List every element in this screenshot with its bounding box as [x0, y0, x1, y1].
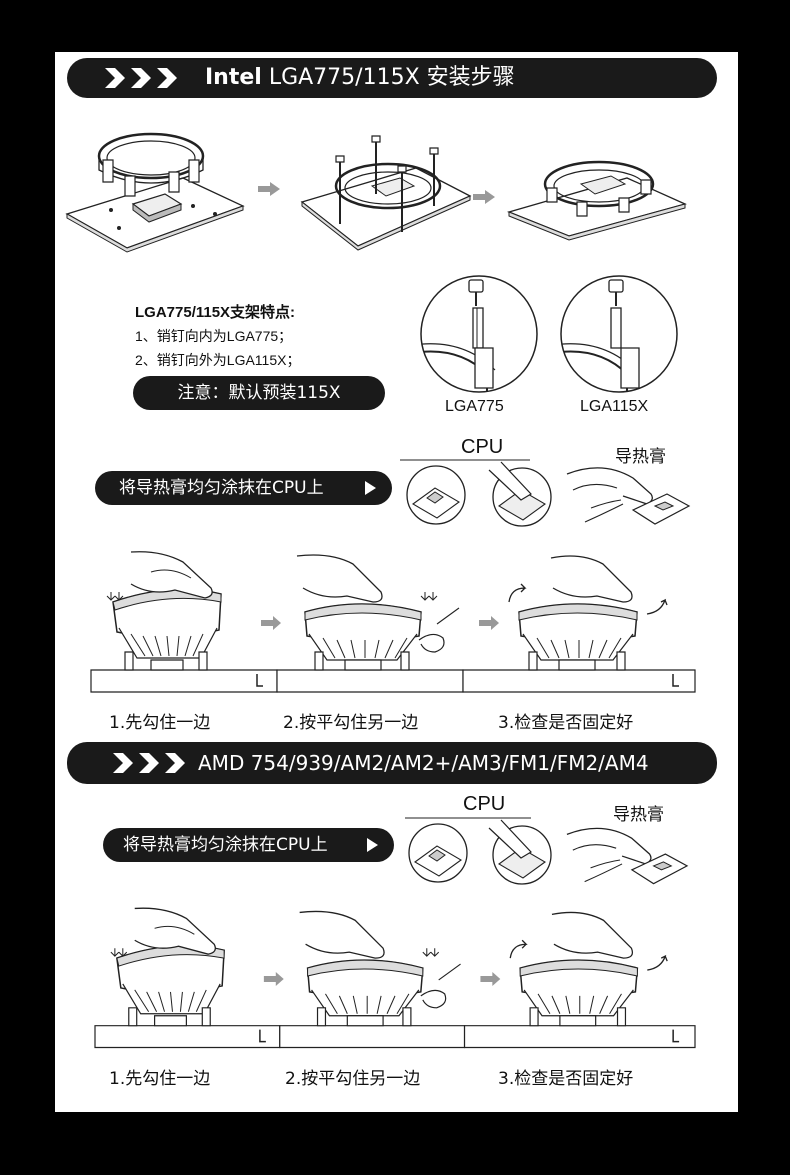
paste-spread-detail-illustration: [491, 466, 553, 528]
intel-step-2-drawing: [297, 555, 459, 670]
triple-chevron-icon: [105, 68, 177, 88]
intel-section-header: Intel LGA775/115X 安装步骤: [67, 58, 717, 98]
amd-step-3-drawing: [510, 912, 667, 1025]
paste-spread-detail-illustration: [491, 824, 553, 886]
intel-cooler-install-steps-illustration: [91, 548, 695, 694]
intel-step-1-caption: 1.先勾住一边: [109, 713, 211, 733]
cpu-label: CPU: [461, 436, 504, 458]
bracket-feature-item: 1、销钉向内为LGA775；: [135, 328, 293, 344]
amd-cooler-install-steps-illustration: [95, 904, 695, 1050]
instruction-text: 将导热膏均匀涂抹在CPU上: [119, 478, 324, 498]
lga775-pin-detail-illustration: [417, 274, 541, 394]
hand-applying-paste-illustration: [563, 820, 689, 900]
amd-step-2-drawing: [300, 911, 461, 1025]
intel-brand: Intel: [205, 65, 262, 90]
triple-chevron-icon: [113, 753, 185, 773]
amd-section-header: AMD 754/939/AM2/AM2+/AM3/FM1/FM2/AM4: [67, 742, 717, 784]
apply-thermal-paste-instruction: 将导热膏均匀涂抹在CPU上: [95, 471, 392, 505]
amd-step-3-caption: 3.检查是否固定好: [498, 1069, 634, 1089]
screws-inserted-illustration: [300, 134, 472, 262]
cpu-leader-line: [405, 816, 531, 820]
apply-thermal-paste-instruction: 将导热膏均匀涂抹在CPU上: [103, 828, 394, 862]
instruction-text: 将导热膏均匀涂抹在CPU上: [123, 835, 328, 855]
amd-step-1-caption: 1.先勾住一边: [109, 1069, 211, 1089]
product-showcase-heading: 产品展示: [133, 1092, 269, 1112]
default-preinstalled-note: 注意：默认预装115X: [133, 376, 385, 410]
hand-applying-paste-illustration: [563, 460, 691, 540]
note-text: 注意：默认预装115X: [177, 383, 341, 403]
lga775-label: LGA775: [445, 398, 504, 415]
intel-step-3-drawing: [509, 556, 667, 670]
thermal-paste-label: 导热膏: [613, 805, 664, 824]
cpu-leader-line: [400, 458, 530, 462]
cpu-circle-detail-illustration: [405, 464, 467, 526]
play-triangle-icon: [367, 838, 378, 852]
bracket-on-board-illustration: [65, 124, 245, 256]
step-arrow-icon: [479, 616, 499, 630]
cpu-circle-detail-illustration: [407, 822, 469, 884]
cpu-label: CPU: [463, 793, 506, 815]
bracket-feature-item: 2、销钉向外为LGA115X；: [135, 352, 301, 368]
amd-step-1-drawing: [111, 908, 224, 1026]
bracket-fixed-illustration: [507, 148, 687, 240]
step-arrow-icon: [261, 616, 281, 630]
intel-step-1-drawing: [107, 552, 221, 670]
intel-step-3-caption: 3.检查是否固定好: [498, 713, 634, 733]
lga115x-label: LGA115X: [580, 398, 649, 415]
step-arrow-icon: [263, 972, 284, 986]
step-arrow-icon: [473, 190, 495, 204]
intel-step-2-caption: 2.按平勾住另一边: [283, 713, 419, 733]
instruction-sheet: Intel LGA775/115X 安装步骤: [55, 52, 738, 1112]
step-arrow-icon: [258, 182, 280, 196]
thermal-paste-label: 导热膏: [615, 447, 666, 466]
bracket-features-title: LGA775/115X支架特点:: [135, 304, 296, 321]
lga115x-pin-detail-illustration: [557, 274, 681, 394]
intel-socket-title: LGA775/115X 安装步骤: [261, 65, 515, 90]
step-arrow-icon: [480, 972, 501, 986]
intel-section-title: Intel LGA775/115X 安装步骤: [205, 65, 515, 91]
play-triangle-icon: [365, 481, 376, 495]
amd-step-2-caption: 2.按平勾住另一边: [285, 1069, 421, 1089]
amd-section-title: AMD 754/939/AM2/AM2+/AM3/FM1/FM2/AM4: [198, 751, 649, 775]
